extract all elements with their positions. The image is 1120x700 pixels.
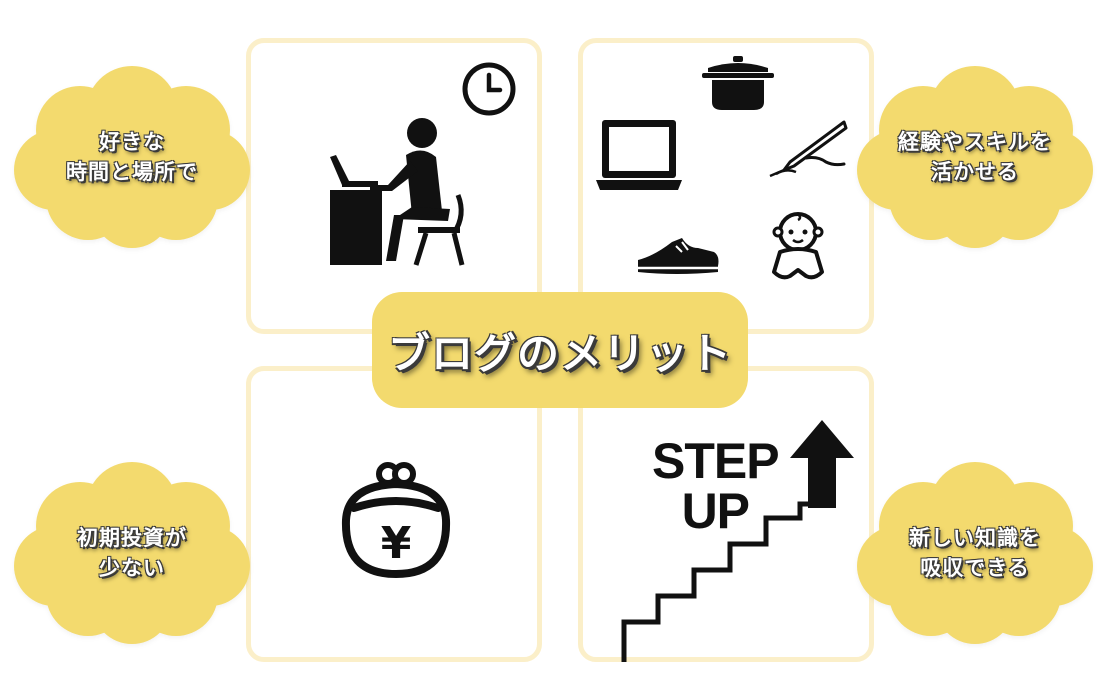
cloud-use-experience: 経験やスキルを 活かせる [845,62,1105,252]
up-arrow-icon [790,420,854,508]
cloud-text-line2: 少ない [99,556,165,580]
stairs-icon [621,501,826,662]
cloud-shape [14,66,250,248]
cloud-text-line2: 活かせる [931,160,1019,184]
cloud-text-line1: 経験やスキルを [898,130,1052,154]
svg-text:¥: ¥ [381,518,412,569]
cloud-shape [14,462,250,644]
center-title: ブログのメリット [372,292,748,408]
baby-icon [772,212,824,280]
cloud-shape [857,462,1093,644]
cloud-shape [857,66,1093,248]
panel-new-knowledge [578,366,874,662]
cloud-new-knowledge: 新しい知識を 吸収できる [845,458,1105,648]
laptop-icon [596,120,682,190]
cloud-text-line1: 好きな [99,130,165,154]
cloud-text-line1: 新しい知識を [909,526,1041,550]
pot-icon [702,56,774,110]
person-at-desk-icon [330,118,465,266]
sneaker-icon [638,238,719,274]
cloud-text-line1: 初期投資が [77,526,187,550]
cloud-flexible-time-place: 好きな 時間と場所で [2,62,262,252]
cloud-text-line2: 時間と場所で [66,160,198,184]
step-up-label: STEP UP [652,433,780,539]
yen-purse-icon: ¥ [341,462,451,578]
pen-writing-icon [769,120,848,178]
cloud-text-line2: 吸収できる [920,556,1030,580]
cloud-low-investment: 初期投資が 少ない [2,458,262,648]
clock-icon [462,62,516,116]
